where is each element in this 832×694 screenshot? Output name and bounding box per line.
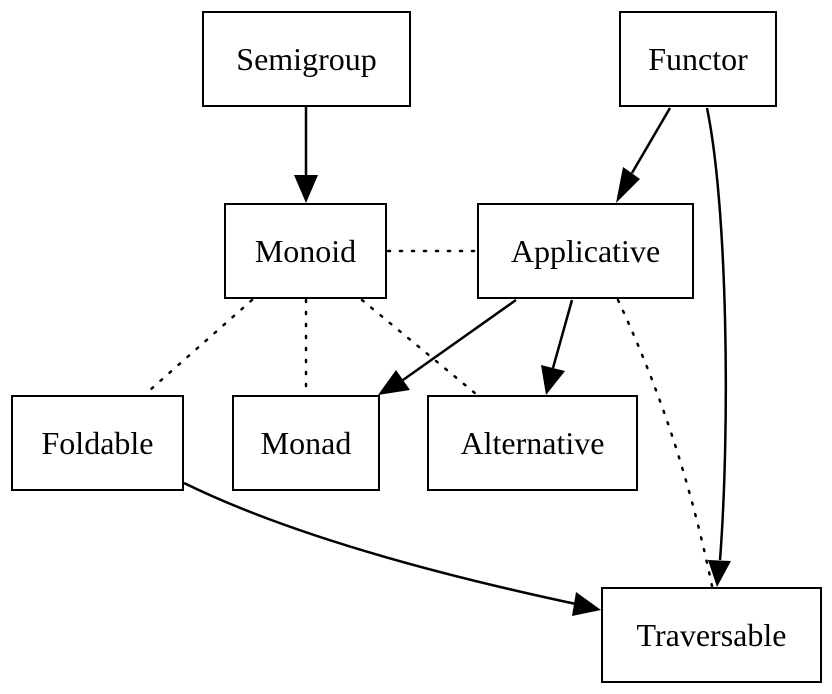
edge-foldable-traversable-arrowhead bbox=[572, 592, 601, 616]
edge-applicative-monad-arrowhead bbox=[378, 370, 410, 395]
node-functor: Functor bbox=[619, 11, 777, 107]
node-traversable: Traversable bbox=[601, 587, 822, 683]
edge-applicative-traversable bbox=[616, 298, 714, 588]
edge-functor-applicative-arrowhead bbox=[616, 167, 640, 203]
node-monad-label: Monad bbox=[260, 424, 352, 461]
node-traversable-label: Traversable bbox=[636, 616, 787, 653]
node-applicative: Applicative bbox=[477, 203, 694, 299]
edge-monoid-foldable bbox=[148, 298, 254, 392]
node-foldable-label: Foldable bbox=[41, 424, 154, 461]
node-alternative: Alternative bbox=[427, 395, 638, 491]
node-semigroup-label: Semigroup bbox=[236, 40, 377, 77]
edge-applicative-alternative-arrowhead bbox=[541, 365, 565, 395]
edge-applicative-alternative bbox=[551, 299, 574, 369]
edge-semigroup-monoid-arrowhead bbox=[294, 175, 318, 203]
edge-monoid-alternative bbox=[360, 298, 478, 396]
node-monoid: Monoid bbox=[224, 203, 387, 299]
edge-functor-traversable-arrowhead bbox=[708, 560, 731, 587]
edge-functor-traversable bbox=[705, 107, 728, 561]
node-foldable: Foldable bbox=[11, 395, 184, 491]
node-alternative-label: Alternative bbox=[460, 424, 605, 461]
node-monoid-label: Monoid bbox=[254, 232, 357, 269]
edge-foldable-traversable bbox=[183, 481, 577, 606]
edge-functor-applicative bbox=[630, 107, 672, 174]
node-monad: Monad bbox=[232, 395, 380, 491]
node-applicative-label: Applicative bbox=[510, 232, 661, 269]
edge-applicative-monad bbox=[402, 298, 517, 382]
node-semigroup: Semigroup bbox=[202, 11, 411, 107]
node-functor-label: Functor bbox=[648, 40, 748, 77]
